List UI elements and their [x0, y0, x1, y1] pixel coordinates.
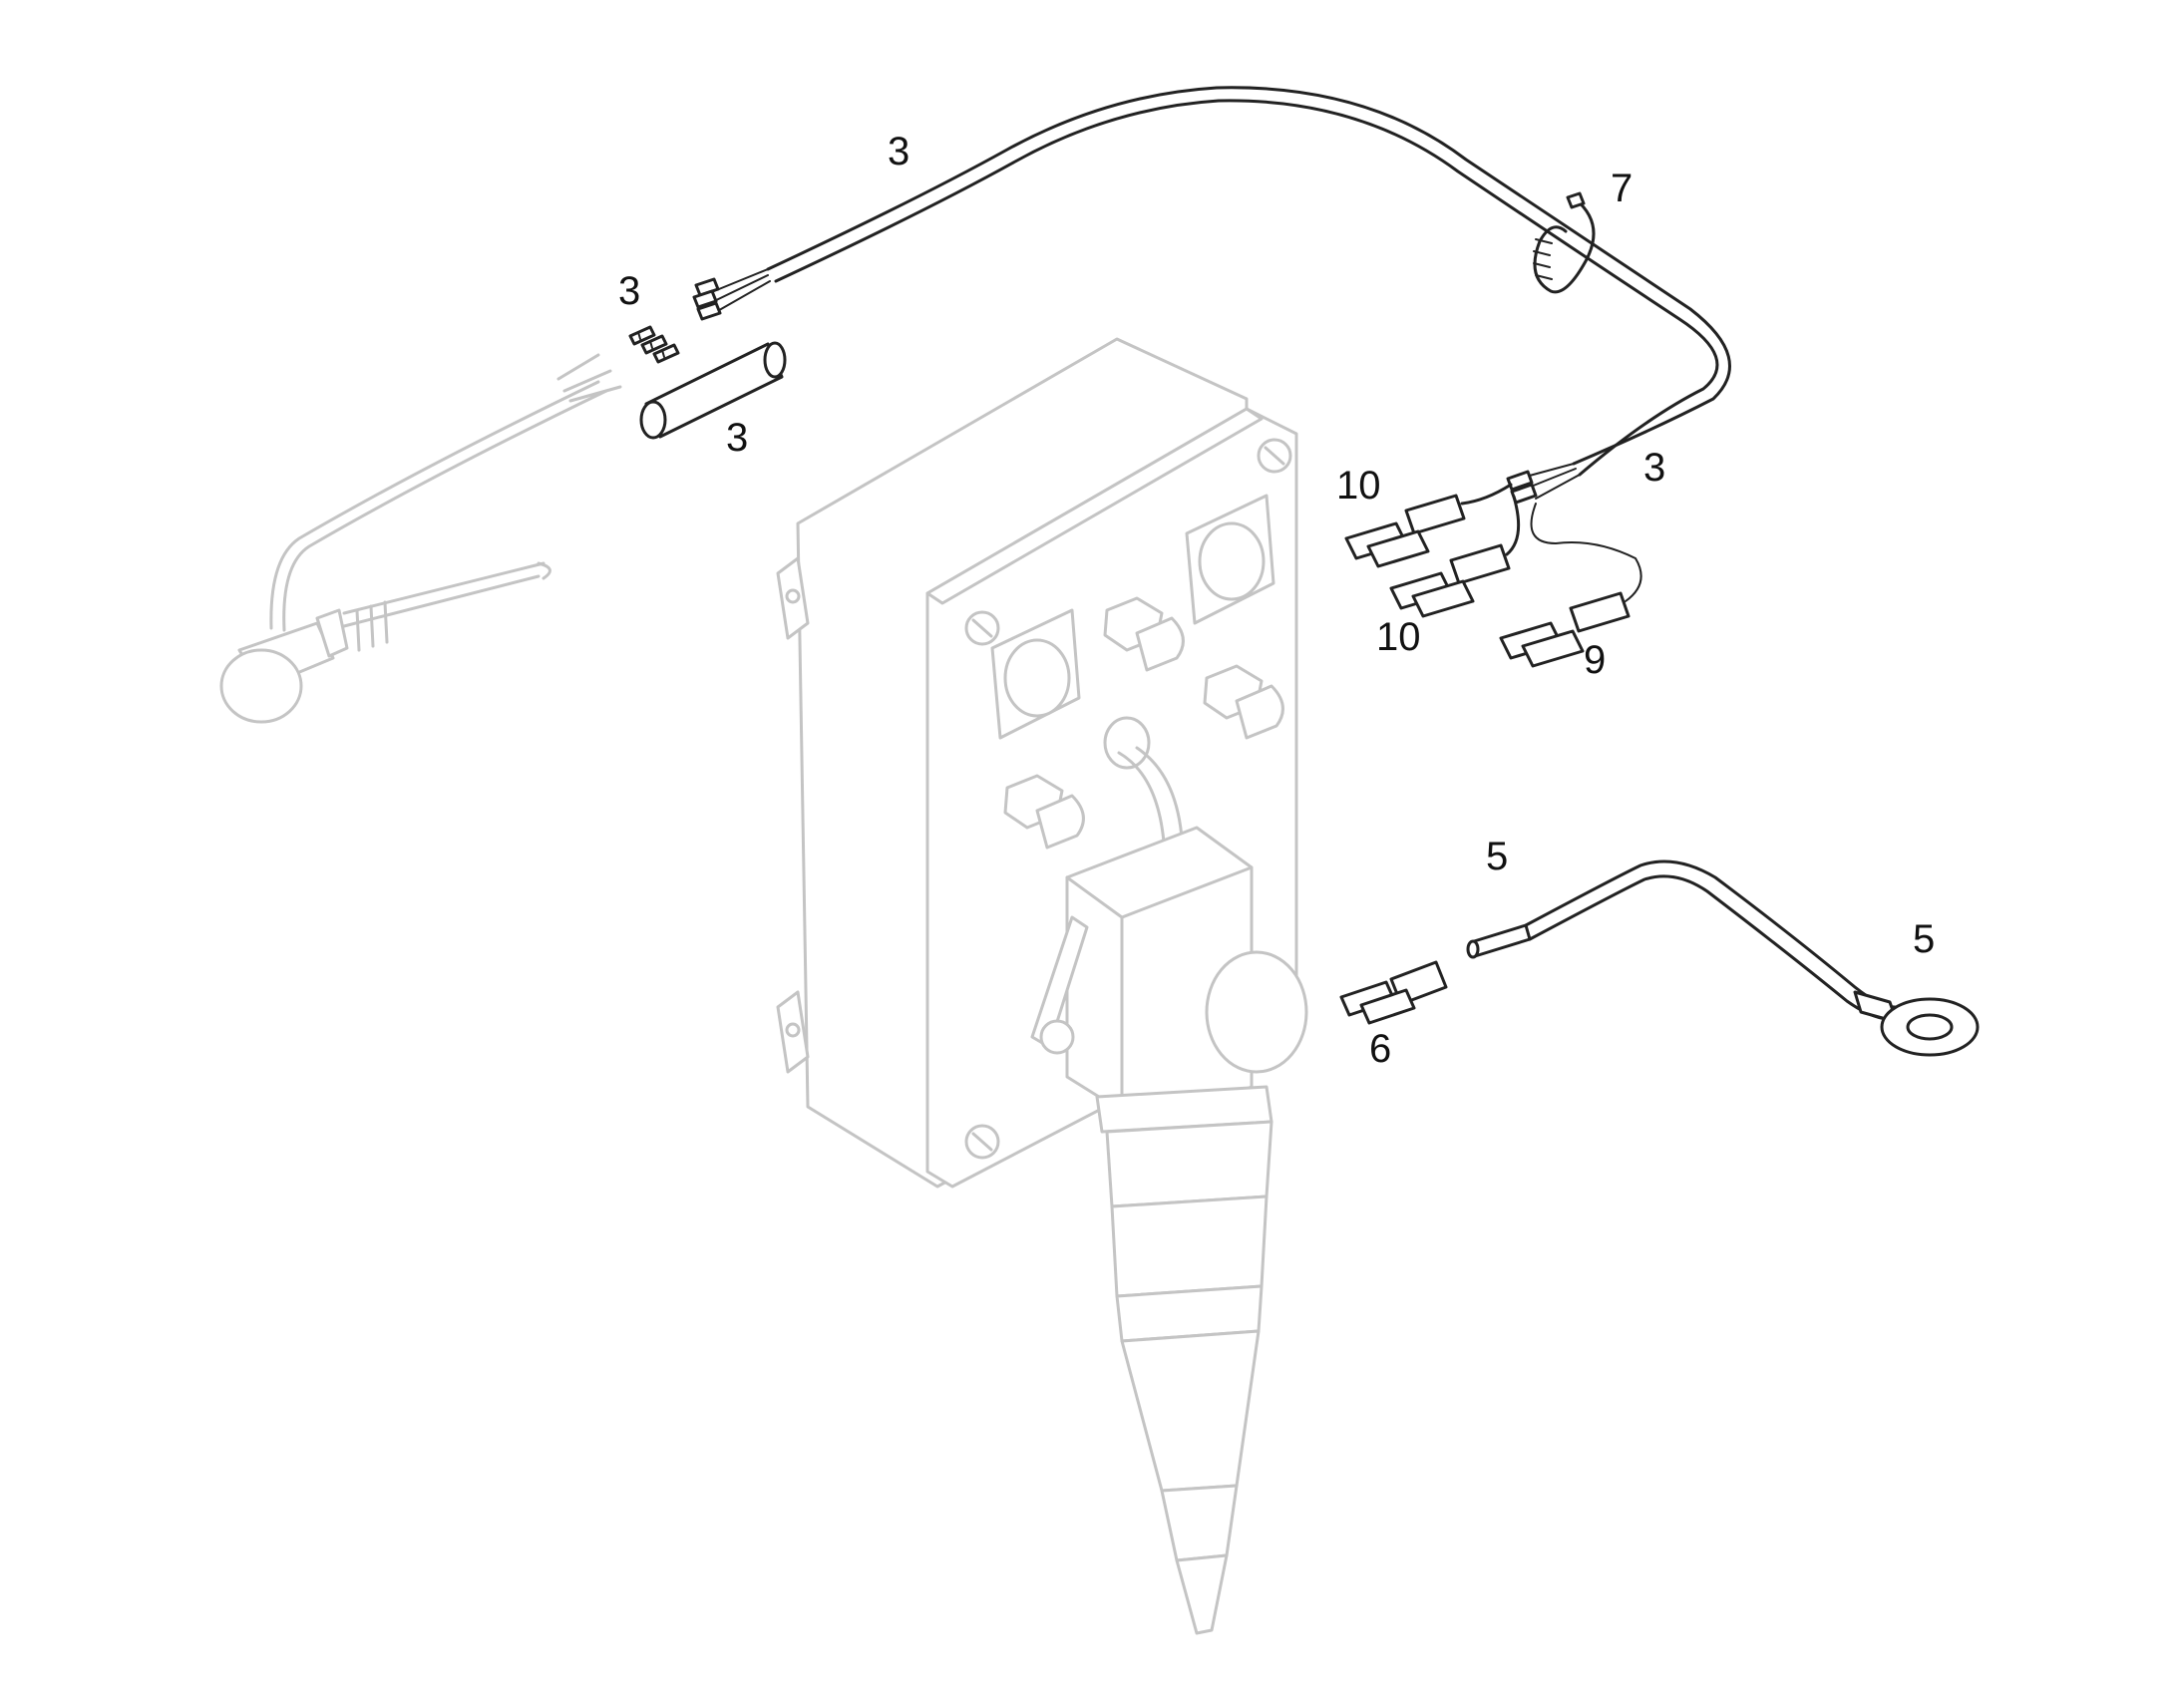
main-cable-part-3 — [692, 86, 1731, 505]
cable-tie-part-7 — [1533, 191, 1596, 294]
callout-sleeve: 3 — [726, 416, 748, 460]
callout-cable-end: 3 — [1643, 446, 1665, 490]
callout-cable-tie: 7 — [1611, 167, 1633, 210]
terminal-part-10-upper — [1344, 483, 1513, 568]
heating-element-ghost — [219, 353, 622, 724]
terminal-part-10-lower — [1389, 495, 1521, 618]
callout-terminal-9: 9 — [1584, 638, 1606, 682]
callout-terminal-6: 6 — [1369, 1027, 1391, 1071]
ground-wire-part-5 — [1466, 859, 1980, 1057]
callout-ground-wire: 5 — [1486, 835, 1508, 878]
callout-terminal-upper: 10 — [1336, 464, 1381, 508]
callout-labels: 3 3 3 3 7 10 10 9 5 5 6 — [618, 130, 1935, 1071]
callout-cable-top: 3 — [888, 130, 909, 173]
small-connectors-part-3 — [628, 325, 680, 364]
terminal-part-6 — [1339, 960, 1448, 1025]
control-box-ghost — [776, 337, 1308, 1635]
sleeve-part-3 — [639, 341, 787, 440]
callout-ring-terminal: 5 — [1913, 917, 1935, 961]
callout-terminal-lower: 10 — [1376, 615, 1421, 659]
terminal-part-9 — [1499, 503, 1642, 668]
callout-connectors: 3 — [618, 269, 640, 313]
